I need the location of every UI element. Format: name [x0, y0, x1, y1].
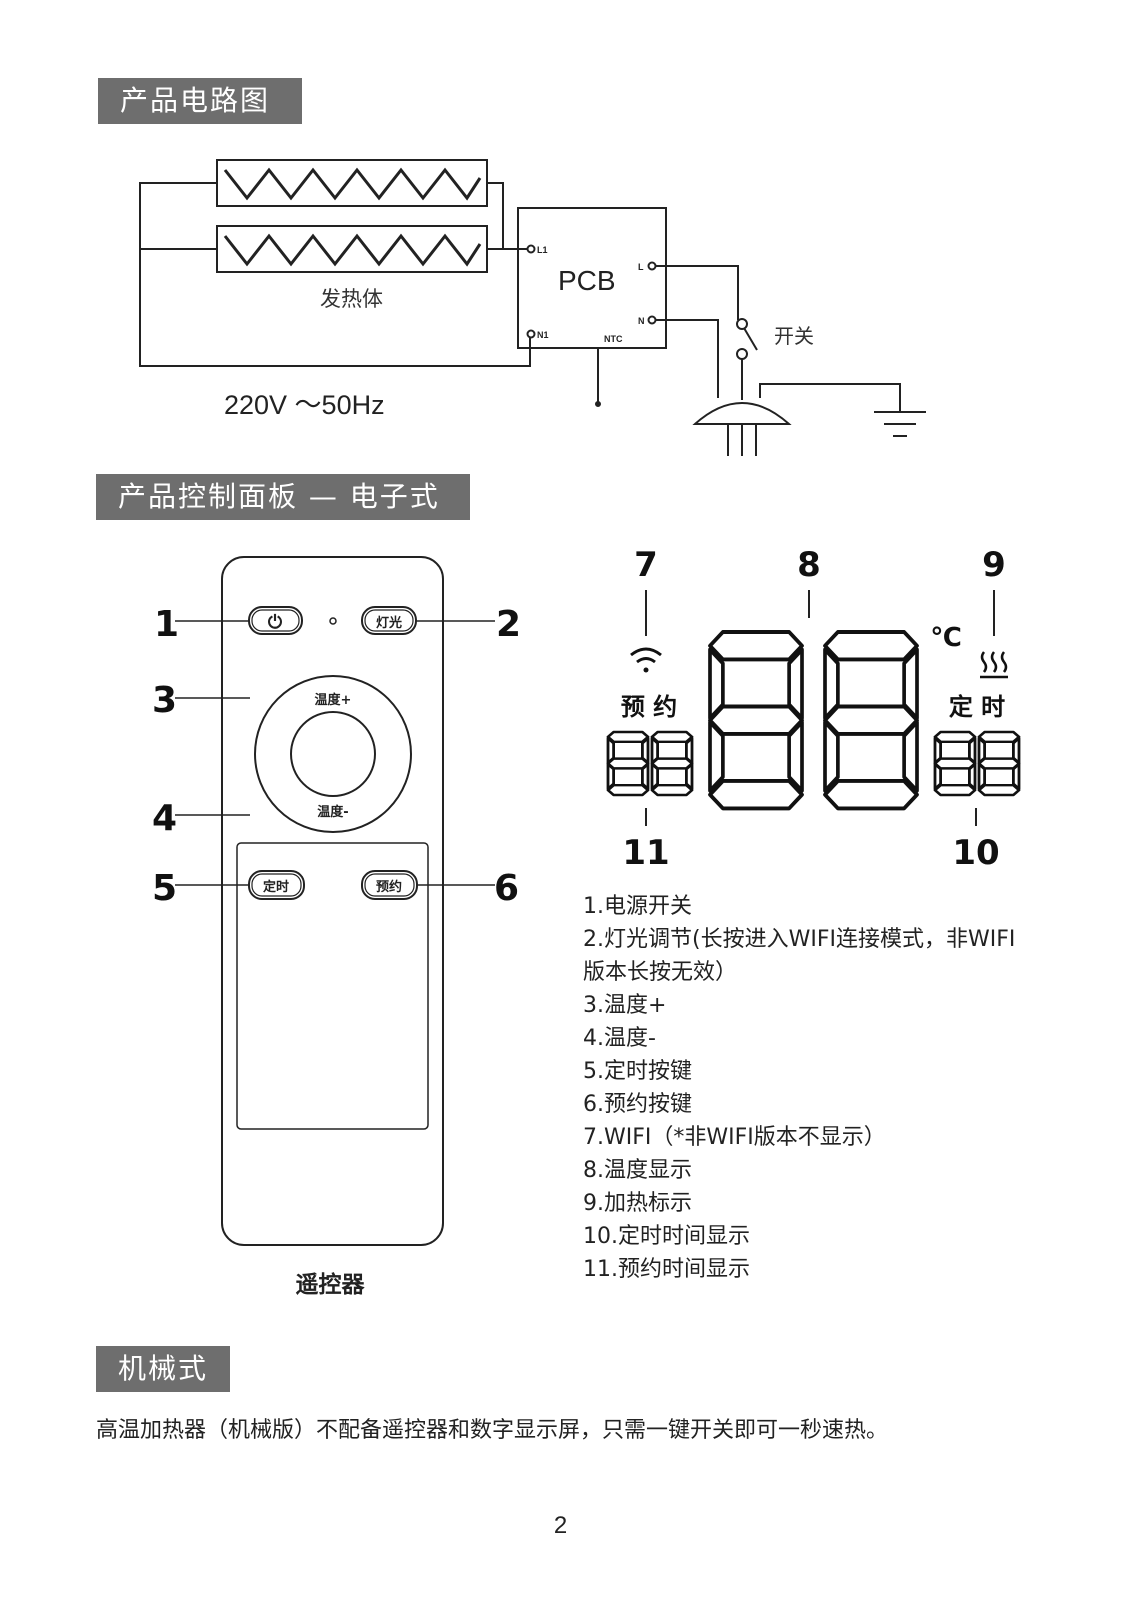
- terminal-n1-label: N1: [537, 330, 549, 340]
- section-header-circuit: 产品电路图: [98, 78, 302, 124]
- schedule-button-label: 预约: [376, 879, 402, 895]
- callout-5: 5: [152, 868, 177, 909]
- legend-item: 8.温度显示: [583, 1158, 692, 1183]
- voltage-label: 220V ～50Hz: [224, 390, 385, 420]
- heater-label: 发热体: [320, 287, 383, 311]
- terminal-n-label: N: [638, 316, 645, 326]
- power-icon: ⏻: [268, 612, 283, 633]
- timer-button-label: 定时: [262, 879, 289, 895]
- legend-item: 7.WIFI（*非WIFI版本不显示）: [583, 1125, 886, 1150]
- legend-item: 10.定时时间显示: [583, 1224, 750, 1249]
- remote-lower-panel: [236, 842, 429, 1130]
- terminal-ntc-label: NTC: [604, 334, 623, 344]
- heater-coil-2: [223, 233, 482, 267]
- schedule-label: 预 约: [621, 693, 677, 721]
- indicator-dot: [329, 617, 337, 625]
- legend-item: 3.温度+: [583, 993, 667, 1018]
- function-legend: 1.电源开关 2.灯光调节(长按进入WIFI连接模式，非WIFI版本长按无效） …: [583, 890, 1033, 1286]
- remote-body: [221, 556, 444, 1246]
- callout-1: 1: [154, 604, 179, 645]
- mechanical-description: 高温加热器（机械版）不配备遥控器和数字显示屏，只需一键开关即可一秒速热。: [96, 1418, 889, 1443]
- legend-item: 9.加热标示: [583, 1191, 692, 1216]
- legend-item: 2.灯光调节(长按进入WIFI连接模式，非WIFI版本长按无效）: [583, 927, 1016, 985]
- timer-label: 定 时: [949, 693, 1005, 721]
- big-temperature-digits: [708, 630, 919, 811]
- legend-item: 1.电源开关: [583, 894, 692, 919]
- callout-7: 7: [634, 545, 658, 585]
- heat-waves-icon: [980, 651, 1008, 679]
- remote-caption: 遥控器: [296, 1271, 366, 1298]
- temp-plus-label: 温度+: [315, 692, 352, 708]
- remote-control: [175, 556, 495, 1246]
- terminal-l-label: L: [638, 262, 644, 272]
- temp-minus-label: 温度-: [317, 804, 348, 820]
- small-digits-right: [933, 730, 1021, 797]
- light-button-label: 灯光: [376, 615, 402, 631]
- callout-8: 8: [797, 545, 821, 585]
- pcb-box: [517, 207, 667, 349]
- page-number: 2: [553, 1512, 568, 1539]
- celsius-symbol: ℃: [930, 623, 961, 653]
- wifi-icon: [630, 647, 662, 673]
- callout-2: 2: [496, 604, 521, 645]
- dial-center-button[interactable]: [290, 711, 376, 797]
- temperature-dial-ring[interactable]: [254, 675, 412, 833]
- section-header-control-panel: 产品控制面板 — 电子式: [96, 474, 470, 520]
- legend-item: 5.定时按键: [583, 1059, 692, 1084]
- callout-3: 3: [152, 680, 177, 721]
- callout-9: 9: [982, 545, 1006, 585]
- circuit-diagram: [139, 159, 926, 456]
- pcb-label: PCB: [558, 265, 616, 296]
- heater-coil-1: [223, 167, 482, 201]
- terminal-l1-label: L1: [537, 245, 548, 255]
- callout-4: 4: [152, 798, 177, 839]
- callout-6: 6: [494, 868, 519, 909]
- legend-item: 11.预约时间显示: [583, 1257, 750, 1282]
- legend-item: 4.温度-: [583, 1026, 656, 1051]
- callout-11: 11: [622, 833, 669, 873]
- small-digits-left: [606, 730, 694, 797]
- lcd-display: 7 8 9 预 约 ℃: [606, 545, 1021, 873]
- plug-symbol: [692, 402, 792, 425]
- switch-label: 开关: [774, 324, 814, 348]
- legend-item: 6.预约按键: [583, 1092, 692, 1117]
- section-header-mechanical: 机械式: [96, 1346, 230, 1392]
- callout-10: 10: [952, 833, 999, 873]
